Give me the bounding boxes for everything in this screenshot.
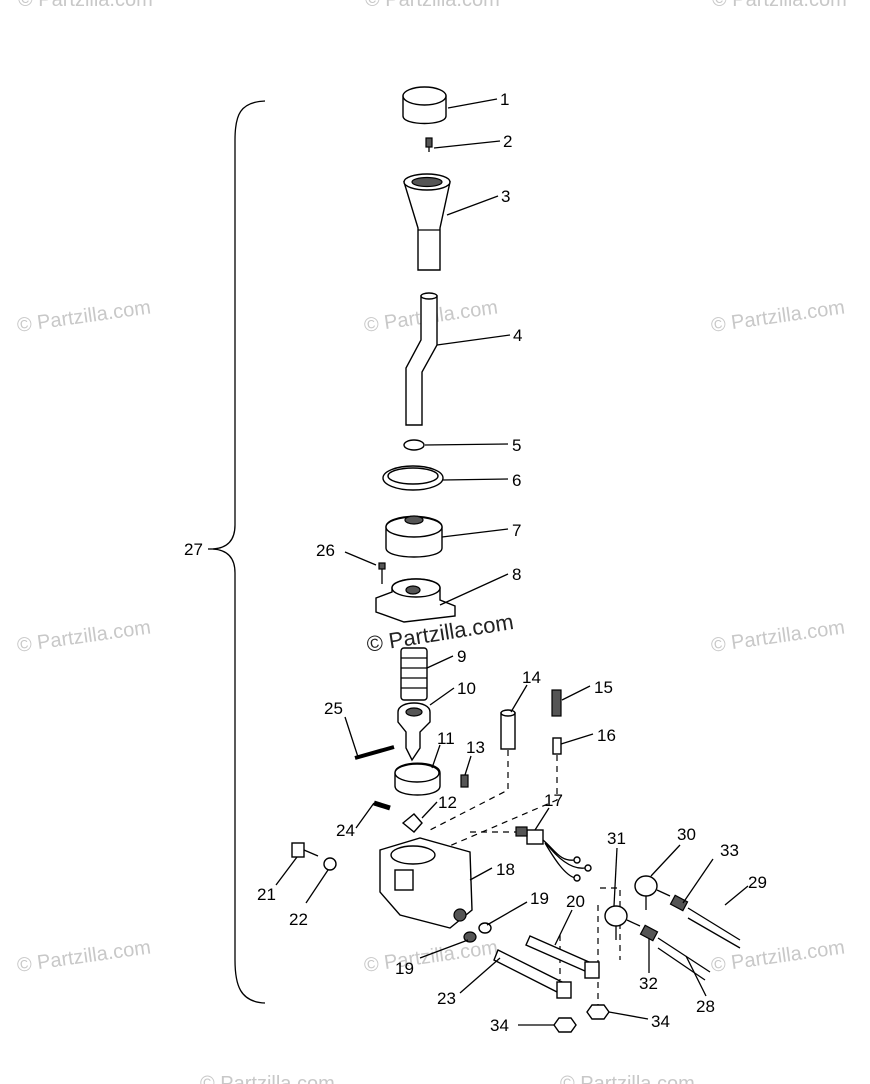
part-rod-end-lower [604, 905, 641, 940]
callout-label: 21 [257, 885, 276, 904]
part-jam-nut-lower [639, 924, 659, 942]
callout-label: 33 [720, 841, 739, 860]
part-housing [379, 837, 473, 929]
callout-label: 10 [457, 679, 476, 698]
watermark: © Partzilla.com [363, 936, 500, 977]
watermark: © Partzilla.com [710, 296, 847, 337]
part-upper-bracket [375, 578, 456, 623]
callout-label: 34 [651, 1012, 670, 1031]
part-jam-nut-upper [669, 894, 689, 912]
part-knob-cap [402, 86, 447, 125]
leader-lines [208, 98, 749, 1026]
part-large-oring [382, 465, 444, 491]
callout-labels: 1 2 3 4 5 6 7 8 9 10 11 12 13 14 15 16 1… [184, 90, 767, 1035]
part-detent [401, 813, 423, 833]
part-boot-cover [385, 515, 443, 558]
part-nut-bottom-left [553, 1017, 577, 1033]
watermark: © Partzilla.com [710, 616, 847, 657]
assembly-bracket [212, 100, 266, 1004]
callout-label: 15 [594, 678, 613, 697]
part-washer-19-lower [463, 931, 477, 943]
part-rod-end-upper [634, 875, 671, 910]
part-switch [515, 826, 592, 882]
callout-label: 9 [457, 647, 466, 666]
callout-label: 19 [395, 959, 414, 978]
part-shift-lever [405, 292, 438, 426]
part-pivot [397, 702, 431, 762]
callout-label: 28 [696, 997, 715, 1016]
callout-label: 4 [513, 326, 522, 345]
callout-label: 12 [438, 793, 457, 812]
callout-label: 25 [324, 699, 343, 718]
part-small-pin [373, 800, 391, 811]
callout-label: 3 [501, 187, 510, 206]
part-collar [394, 762, 441, 796]
callout-label: 2 [503, 132, 512, 151]
callout-label: 18 [496, 860, 515, 879]
callout-label: 29 [748, 873, 767, 892]
callout-label: 27 [184, 540, 203, 559]
part-spring [400, 647, 428, 701]
part-shaft-lower [493, 949, 572, 999]
callout-label: 11 [437, 729, 455, 748]
callout-label: 14 [522, 668, 541, 687]
part-set-screw [460, 774, 469, 788]
watermark: © Partzilla.com [712, 0, 847, 11]
callout-label: 5 [512, 436, 521, 455]
callout-label: 17 [544, 791, 563, 810]
watermark: © Partzilla.com [16, 296, 153, 337]
part-cable-lower [657, 937, 711, 981]
callout-label: 7 [512, 521, 521, 540]
callout-label: 34 [490, 1016, 509, 1035]
part-shaft-upper [525, 935, 600, 979]
callout-label: 8 [512, 565, 521, 584]
part-plunger [552, 737, 562, 755]
callout-label: 6 [512, 471, 521, 490]
part-bolt [291, 842, 319, 858]
part-small-spring [551, 689, 562, 717]
callout-label: 19 [530, 889, 549, 908]
part-handle-grip [403, 173, 451, 271]
callout-label: 22 [289, 910, 308, 929]
part-screw [425, 137, 433, 152]
callout-label: 16 [597, 726, 616, 745]
part-pin [354, 745, 395, 760]
part-bushing [500, 709, 516, 750]
part-washer [323, 857, 337, 871]
watermark: © Partzilla.com [18, 0, 153, 11]
watermark: © Partzilla.com [16, 936, 153, 977]
part-nut-bottom-right [586, 1004, 610, 1020]
watermark: © Partzilla.com [365, 0, 500, 11]
callout-label: 32 [639, 974, 658, 993]
part-ring [403, 439, 425, 451]
callout-label: 13 [466, 738, 485, 757]
part-cable-upper [687, 907, 741, 949]
callout-label: 31 [607, 829, 626, 848]
watermark: © Partzilla.com [16, 616, 153, 657]
callout-label: 24 [336, 821, 355, 840]
callout-label: 30 [677, 825, 696, 844]
part-bracket-screw [378, 562, 386, 584]
callout-label: 20 [566, 892, 585, 911]
watermark: © Partzilla.com [200, 1073, 335, 1084]
callout-label: 1 [500, 90, 509, 109]
callout-label: 26 [316, 541, 335, 560]
callout-label: 23 [437, 989, 456, 1008]
part-washer-19-upper [478, 922, 492, 934]
watermark: © Partzilla.com [560, 1073, 695, 1084]
